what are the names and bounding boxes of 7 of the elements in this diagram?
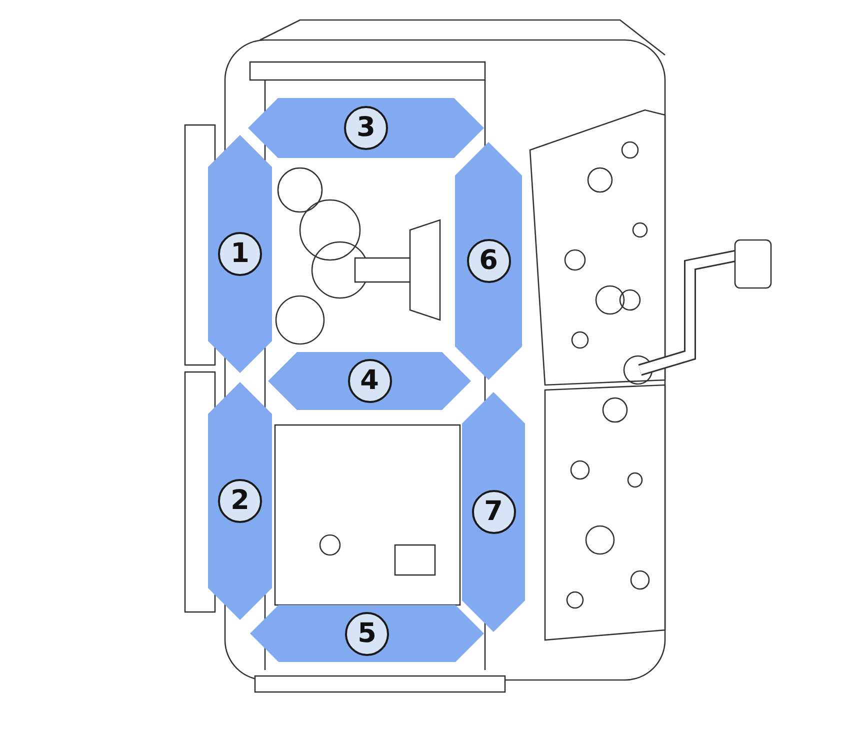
display-segment: [208, 382, 272, 620]
display-segment: [248, 98, 484, 158]
display-segment: [455, 142, 522, 380]
display-segment: [208, 135, 272, 373]
display-segment: [268, 352, 471, 410]
display-segment: [250, 605, 484, 662]
display-segment: [462, 392, 525, 632]
